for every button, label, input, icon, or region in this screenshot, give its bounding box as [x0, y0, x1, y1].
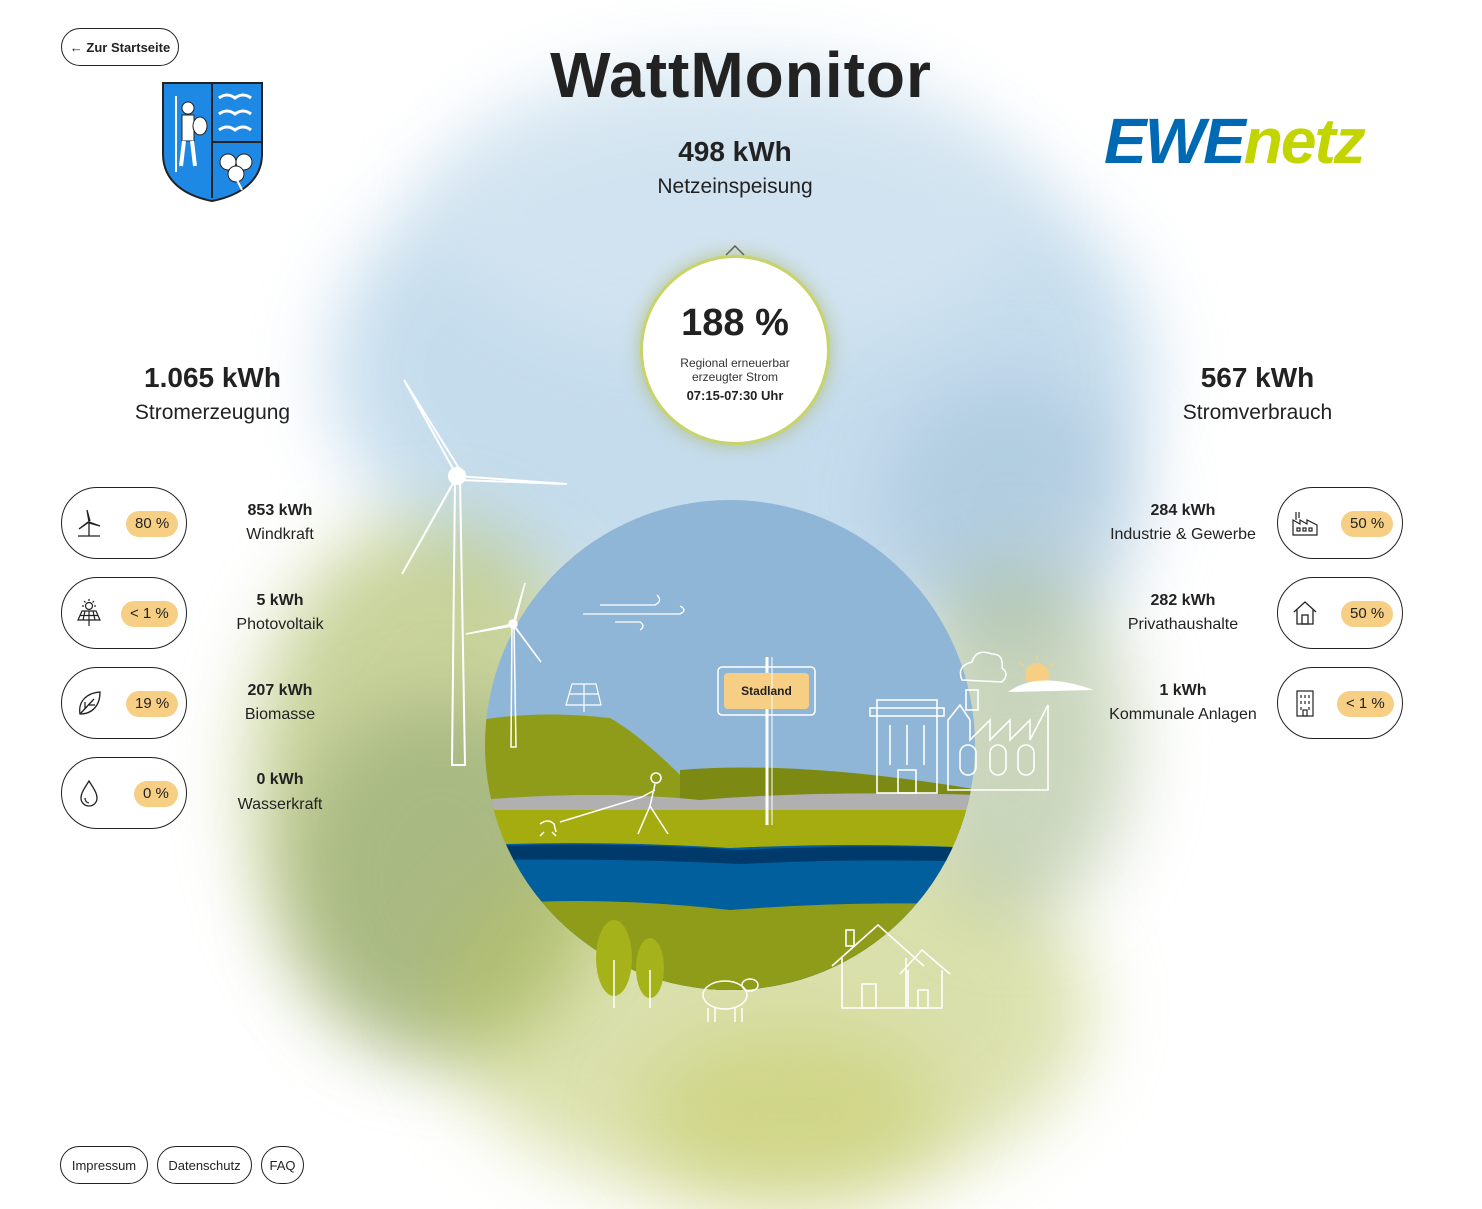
- wind-label: Windkraft: [246, 526, 314, 543]
- renewable-share-line1: Regional erneuerbar: [680, 356, 790, 370]
- solar-share-badge: < 1 %: [121, 601, 178, 627]
- wind-share-badge: 80 %: [126, 511, 179, 537]
- water-drop-icon: [80, 779, 98, 807]
- hydro-value: 0 kWh: [256, 771, 304, 788]
- hydro-label: Wasserkraft: [237, 796, 323, 813]
- solar-label: Photovoltaik: [236, 616, 324, 633]
- grid-feed-value: 498 kWh: [678, 136, 792, 167]
- leaf-icon: [79, 691, 101, 715]
- municipal-value: 1 kWh: [1159, 682, 1207, 699]
- wind-turbine-large: [401, 379, 568, 766]
- generation-total-label: Stromerzeugung: [134, 401, 291, 424]
- consumer-pill-municipal[interactable]: < 1 %: [1277, 667, 1403, 739]
- consumer-pill-households[interactable]: 50 %: [1277, 577, 1403, 649]
- cloud-and-sun: [959, 651, 1094, 692]
- coat-of-arms-logo: [162, 82, 263, 202]
- office-building-scene: [869, 699, 945, 794]
- factory-icon: [1292, 512, 1318, 536]
- municipal-label: Kommunale Anlagen: [1109, 706, 1257, 723]
- source-pill-hydro[interactable]: 0 %: [61, 757, 187, 829]
- households-label: Privathaushalte: [1127, 616, 1239, 633]
- datenschutz-button[interactable]: Datenschutz: [157, 1146, 252, 1184]
- biomass-label: Biomasse: [244, 706, 316, 723]
- households-share-badge: 50 %: [1341, 601, 1394, 627]
- biomass-share-badge: 19 %: [126, 691, 179, 717]
- source-pill-solar[interactable]: < 1 %: [61, 577, 187, 649]
- house-icon: [1293, 601, 1317, 625]
- solar-panel-scene: [565, 683, 602, 712]
- renewable-share-circle: 188 % Regional erneuerbar erzeugter Stro…: [640, 255, 830, 445]
- solar-panel-icon: [77, 599, 101, 626]
- back-to-home-button[interactable]: ← Zur Startseite: [61, 28, 179, 66]
- wind-turbine-icon: [78, 509, 101, 537]
- grid-feed-label: Netzeinspeisung: [657, 175, 813, 198]
- ewe-netz-logo: EWEnetz: [1104, 104, 1366, 178]
- households-value: 282 kWh: [1150, 592, 1216, 609]
- sheep-scene: [702, 978, 759, 1022]
- trees-scene: [596, 920, 664, 1008]
- town-sign-label: Stadland: [741, 684, 792, 698]
- landscape-scene: [401, 379, 1094, 1022]
- industry-value: 284 kWh: [1150, 502, 1216, 519]
- industry-share-badge: 50 %: [1341, 511, 1394, 537]
- arrow-up-icon: [725, 244, 745, 256]
- generation-total-value: 1.065 kWh: [144, 362, 281, 393]
- wind-gust-lines: [583, 594, 685, 631]
- netz-logo-part: netz: [1243, 105, 1366, 177]
- renewable-share-time: 07:15-07:30 Uhr: [686, 388, 784, 403]
- source-pill-wind[interactable]: 80 %: [61, 487, 187, 559]
- consumer-pill-industry[interactable]: 50 %: [1277, 487, 1403, 559]
- solar-value: 5 kWh: [256, 592, 304, 609]
- wind-value: 853 kWh: [247, 502, 313, 519]
- houses-scene: [831, 923, 951, 1009]
- consumption-total-label: Stromverbrauch: [1182, 401, 1333, 424]
- renewable-share-line2: erzeugter Strom: [691, 370, 779, 384]
- wind-turbine-small: [465, 582, 542, 748]
- ewe-logo-part: EWE: [1104, 105, 1246, 177]
- consumption-total-value: 567 kWh: [1200, 362, 1315, 393]
- walker-with-dog: [539, 772, 669, 837]
- page-title: WattMonitor: [550, 39, 932, 111]
- biomass-value: 207 kWh: [247, 682, 313, 699]
- source-pill-biomass[interactable]: 19 %: [61, 667, 187, 739]
- renewable-share-percent: 188 %: [681, 302, 789, 344]
- industry-label: Industrie & Gewerbe: [1110, 526, 1256, 543]
- office-building-icon: [1296, 690, 1314, 717]
- municipal-share-badge: < 1 %: [1337, 691, 1394, 717]
- faq-button[interactable]: FAQ: [261, 1146, 304, 1184]
- town-sign: [717, 657, 816, 825]
- impressum-button[interactable]: Impressum: [60, 1146, 148, 1184]
- hydro-share-badge: 0 %: [134, 781, 178, 807]
- factory-scene: [947, 689, 1049, 791]
